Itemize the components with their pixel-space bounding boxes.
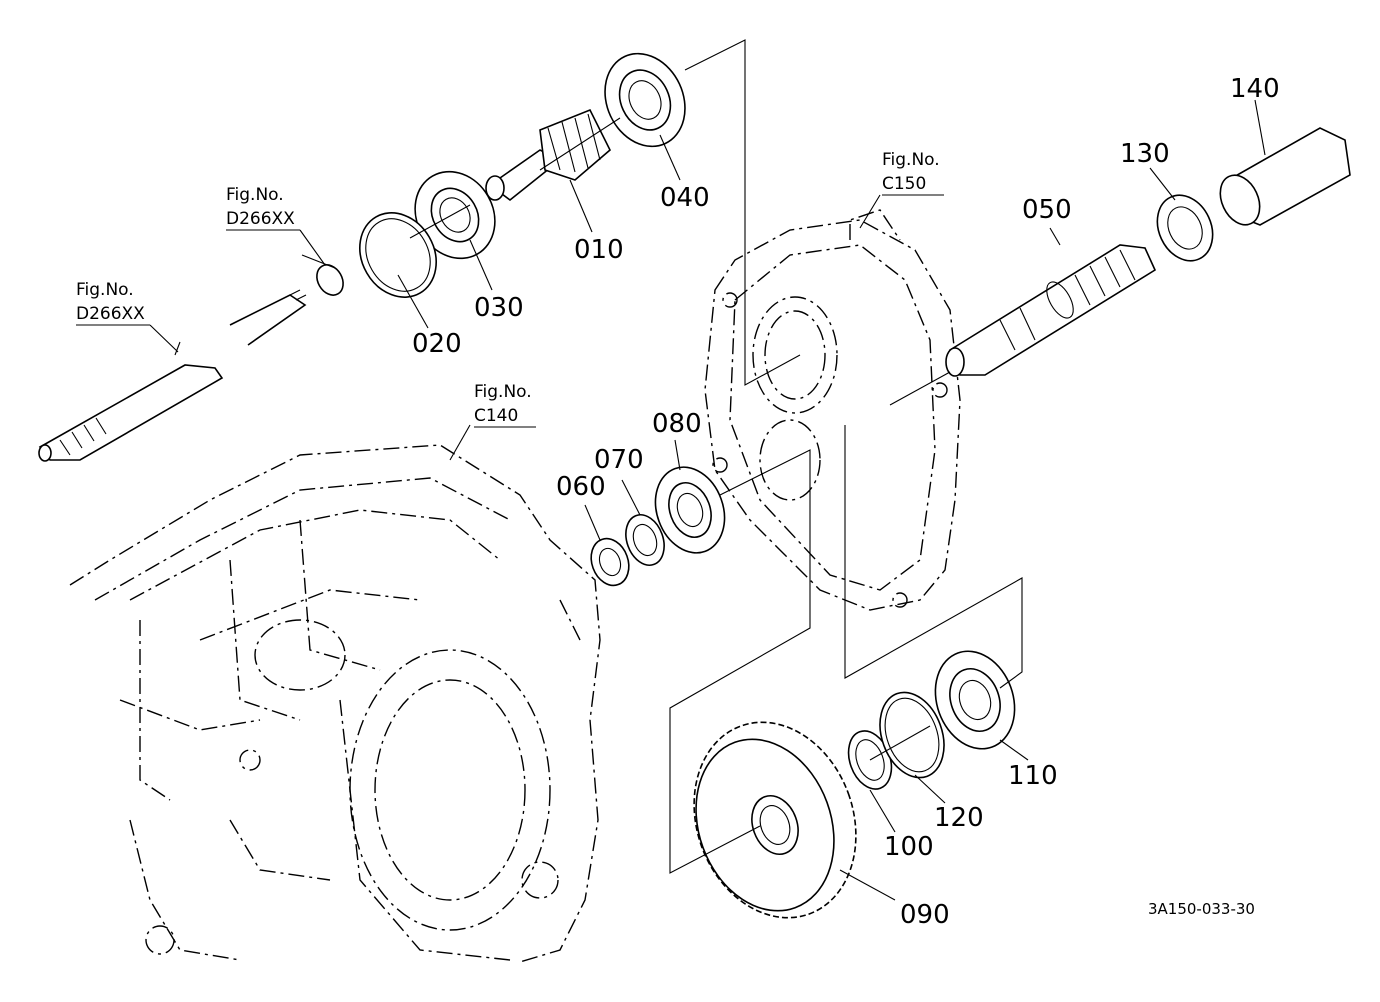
collar-140 xyxy=(1219,127,1351,226)
fig-ref-code: D266XX xyxy=(226,209,295,229)
part-number-140: 140 xyxy=(1230,74,1280,104)
part-number-130: 130 xyxy=(1120,139,1170,169)
part-number-070: 070 xyxy=(594,445,644,475)
bearing-110 xyxy=(934,650,1016,750)
part-number-050: 050 xyxy=(1022,195,1072,225)
assembly-lines xyxy=(409,39,1023,874)
fig-ref-d266-lower: Fig.No. D266XX xyxy=(76,280,179,353)
pinion-shaft-010 xyxy=(485,108,611,202)
part-number-labels: 010 020 030 040 050 060 070 080 090 100 … xyxy=(412,74,1280,930)
lock-nut-060 xyxy=(590,537,630,587)
fig-ref-code: C150 xyxy=(882,174,926,194)
leader-lines xyxy=(174,99,1266,901)
part-number-010: 010 xyxy=(574,235,624,265)
bearing-040 xyxy=(604,52,686,148)
part-number-060: 060 xyxy=(556,472,606,502)
washer-070 xyxy=(625,514,665,566)
fig-ref-c140: Fig.No. C140 xyxy=(474,382,536,428)
oil-seal-130 xyxy=(1156,194,1214,262)
part-number-090: 090 xyxy=(900,900,950,930)
part-number-080: 080 xyxy=(652,409,702,439)
output-shaft-050 xyxy=(945,244,1157,377)
fig-ref-c150: Fig.No. C150 xyxy=(882,150,944,196)
transmission-case-c140 xyxy=(69,444,601,963)
needle-bearing xyxy=(316,264,344,296)
fig-ref-code: D266XX xyxy=(76,304,145,324)
bearing-080 xyxy=(654,466,726,554)
part-number-110: 110 xyxy=(1008,761,1058,791)
part-number-020: 020 xyxy=(412,329,462,359)
part-number-030: 030 xyxy=(474,293,524,323)
gear-090 xyxy=(693,721,857,919)
part-number-100: 100 xyxy=(884,832,934,862)
part-number-040: 040 xyxy=(660,183,710,213)
fig-ref-label: Fig.No. xyxy=(882,150,940,170)
input-shaft xyxy=(38,289,307,462)
fig-ref-d266-upper: Fig.No. D266XX xyxy=(226,185,326,266)
fig-ref-code: C140 xyxy=(474,406,518,426)
fig-ref-label: Fig.No. xyxy=(226,185,284,205)
fig-ref-label: Fig.No. xyxy=(76,280,134,300)
gear-housing-c150 xyxy=(704,209,961,611)
drawing-code: 3A150-033-30 xyxy=(1148,900,1255,918)
snap-ring-120 xyxy=(879,691,945,779)
part-number-120: 120 xyxy=(934,803,984,833)
fig-ref-label: Fig.No. xyxy=(474,382,532,402)
